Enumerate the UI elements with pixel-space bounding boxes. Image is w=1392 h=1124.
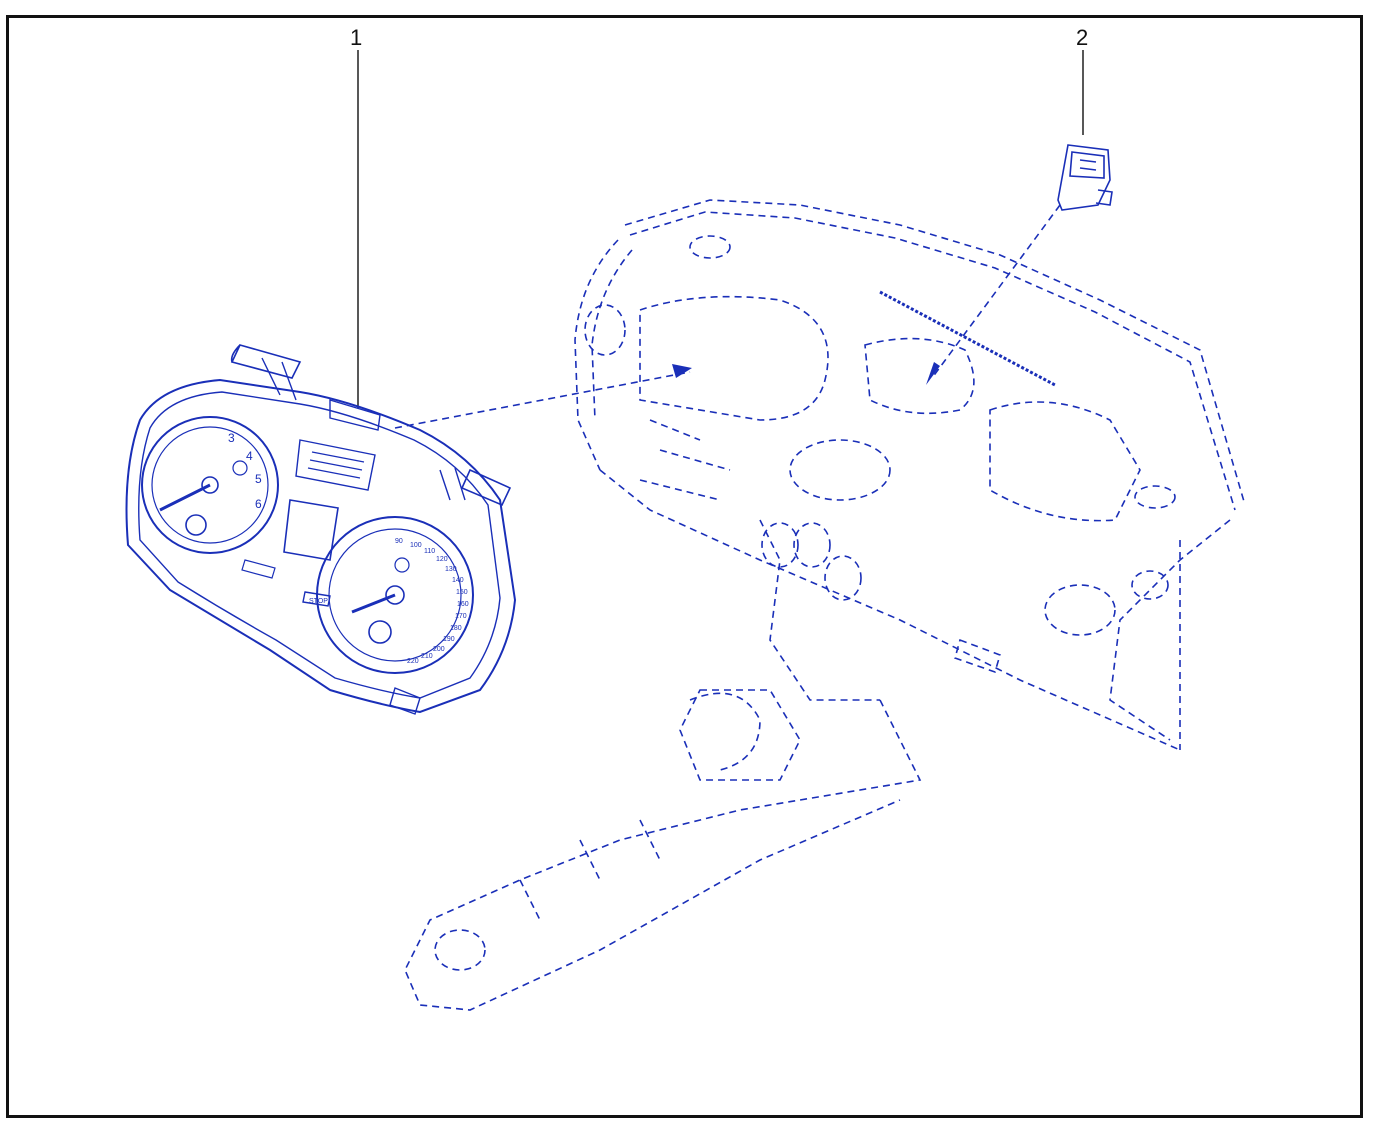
speed-number: 100 xyxy=(410,542,422,549)
dashboard-phantom xyxy=(404,199,1246,1011)
tach-number: 4 xyxy=(246,449,253,463)
speed-number: 130 xyxy=(445,566,457,573)
tach-number: 3 xyxy=(228,431,235,445)
tach-number: 5 xyxy=(255,472,262,486)
speed-number: 160 xyxy=(457,601,469,608)
speedometer-dial xyxy=(316,516,474,674)
speed-number: 200 xyxy=(433,646,445,653)
speed-number: 120 xyxy=(436,556,448,563)
callout-1: 1 xyxy=(350,25,362,408)
switch-module-part xyxy=(926,144,1113,385)
callout-1-label: 1 xyxy=(350,25,362,50)
callout-2: 2 xyxy=(1076,25,1088,135)
speed-number: 150 xyxy=(456,589,468,596)
tachometer-dial xyxy=(141,416,279,554)
cluster-install-leader xyxy=(394,364,692,429)
speed-number: 190 xyxy=(443,636,455,643)
callout-2-label: 2 xyxy=(1076,25,1088,50)
stop-button xyxy=(302,591,331,607)
cluster-housing xyxy=(125,378,517,714)
tach-number: 6 xyxy=(255,497,262,511)
center-display xyxy=(283,499,339,561)
drawing-frame xyxy=(6,15,1363,1118)
speed-number: 170 xyxy=(455,613,467,620)
speed-number: 220 xyxy=(407,658,419,665)
speed-number: 110 xyxy=(424,548,435,555)
speed-number: 180 xyxy=(450,625,462,632)
instrument-cluster-part: STOP 3 4 5 6 90 100 110 120 130 140 150 … xyxy=(125,344,517,715)
stop-label: STOP xyxy=(309,598,328,605)
speed-number: 90 xyxy=(395,538,403,545)
speed-number: 140 xyxy=(452,577,464,584)
speed-number: 210 xyxy=(421,653,433,660)
